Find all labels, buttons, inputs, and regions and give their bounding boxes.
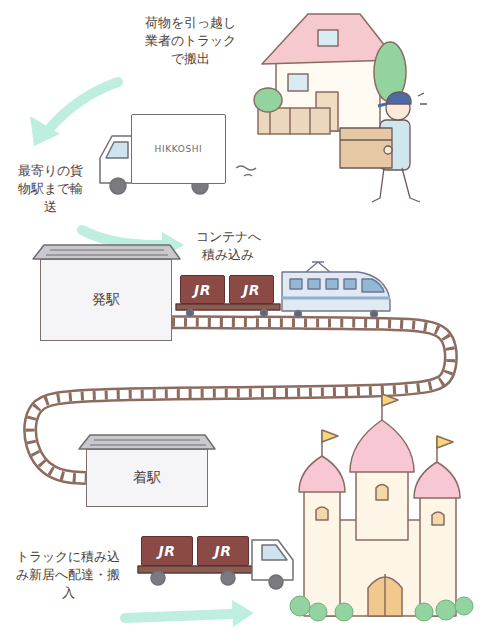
truck-wheel: [269, 575, 283, 589]
flag: [382, 394, 398, 406]
station-roof: [33, 245, 180, 259]
step-caption: 最寄りの貨物駅まで輸送: [14, 162, 86, 216]
node-text: 着駅: [133, 469, 161, 487]
house-window: [288, 74, 308, 91]
castle-tower: [304, 490, 340, 616]
castle-window: [376, 485, 388, 501]
flow-arrow-head: [30, 116, 60, 146]
freight-train: [176, 262, 390, 318]
locomotive-stripe: [282, 297, 390, 300]
node-text: JR: [194, 282, 211, 298]
castle-tower: [420, 496, 456, 616]
step-caption: コンテナへ積み込み: [192, 228, 264, 264]
tree: [436, 600, 456, 620]
mover-cap-brim: [378, 104, 386, 106]
house-window: [318, 30, 338, 46]
flow-arrow-head: [232, 600, 254, 627]
node-text: JR: [243, 282, 260, 298]
mover-hand: [384, 146, 392, 154]
box-tape: [340, 139, 392, 140]
node-text: JR: [159, 543, 176, 559]
truck-window: [106, 142, 128, 158]
locomotive-window: [326, 279, 338, 289]
node-text: JR: [215, 543, 232, 559]
flag: [322, 430, 338, 442]
truck-cab: [100, 136, 132, 183]
flow-arrow: [82, 230, 162, 245]
rail-container: JR: [180, 275, 225, 304]
tree: [335, 603, 353, 621]
castle-window: [316, 507, 328, 520]
truck-wheel: [221, 571, 235, 585]
castle-tower: [356, 470, 408, 540]
step-caption: 荷物を引っ越し業者のトラックで搬出: [140, 14, 240, 68]
pantograph: [306, 262, 330, 272]
castle-dome: [350, 420, 414, 472]
castle-dome: [299, 456, 345, 492]
tree: [290, 596, 310, 616]
trees: [290, 596, 473, 621]
gate-line: [384, 574, 386, 616]
mover-cap: [386, 92, 411, 104]
flow-arrow: [125, 614, 232, 618]
castle-window: [432, 512, 444, 525]
fence-post: [289, 108, 291, 134]
mover-person: [340, 92, 427, 202]
tree: [309, 603, 327, 621]
train-wheel: [371, 311, 378, 318]
node-text: 発駅: [92, 291, 120, 309]
node-text: HIKKOSHI: [155, 144, 203, 154]
truck-wheel: [151, 571, 165, 585]
bush: [254, 88, 282, 112]
locomotive: [282, 272, 390, 311]
train-wheel: [295, 311, 302, 318]
locomotive-window: [344, 279, 356, 289]
fence-post: [309, 108, 311, 134]
station-building: 発駅: [40, 259, 172, 341]
truck-cab: [252, 540, 293, 580]
locomotive-window: [362, 279, 384, 292]
station-roof: [79, 435, 215, 449]
flag: [437, 436, 453, 448]
rail-container: JR: [141, 536, 193, 566]
mover-legs: [372, 168, 420, 202]
sweat-marks: [418, 93, 427, 104]
truck-wheel: [110, 178, 126, 194]
rail-container: JR: [197, 536, 249, 566]
tree: [415, 603, 433, 621]
castle: [299, 394, 460, 616]
train-wheel: [261, 310, 268, 317]
station-building: 着駅: [86, 449, 208, 507]
house: [254, 14, 406, 134]
castle-dome: [414, 462, 460, 498]
locomotive-window: [290, 279, 302, 289]
moving-box: [340, 128, 392, 168]
train-wheel: [187, 310, 194, 317]
locomotive-window: [308, 279, 320, 289]
step-caption: トラックに積み込み新居へ配達・搬入: [16, 548, 120, 602]
truck-cargo-box: HIKKOSHI: [131, 114, 226, 184]
roof-lines: [46, 250, 168, 255]
rail-container: JR: [229, 275, 274, 304]
roof-lines: [90, 440, 206, 445]
tree: [455, 597, 473, 615]
flow-arrow: [50, 82, 118, 128]
speed-lines: [236, 166, 256, 176]
truck-window: [262, 545, 287, 560]
